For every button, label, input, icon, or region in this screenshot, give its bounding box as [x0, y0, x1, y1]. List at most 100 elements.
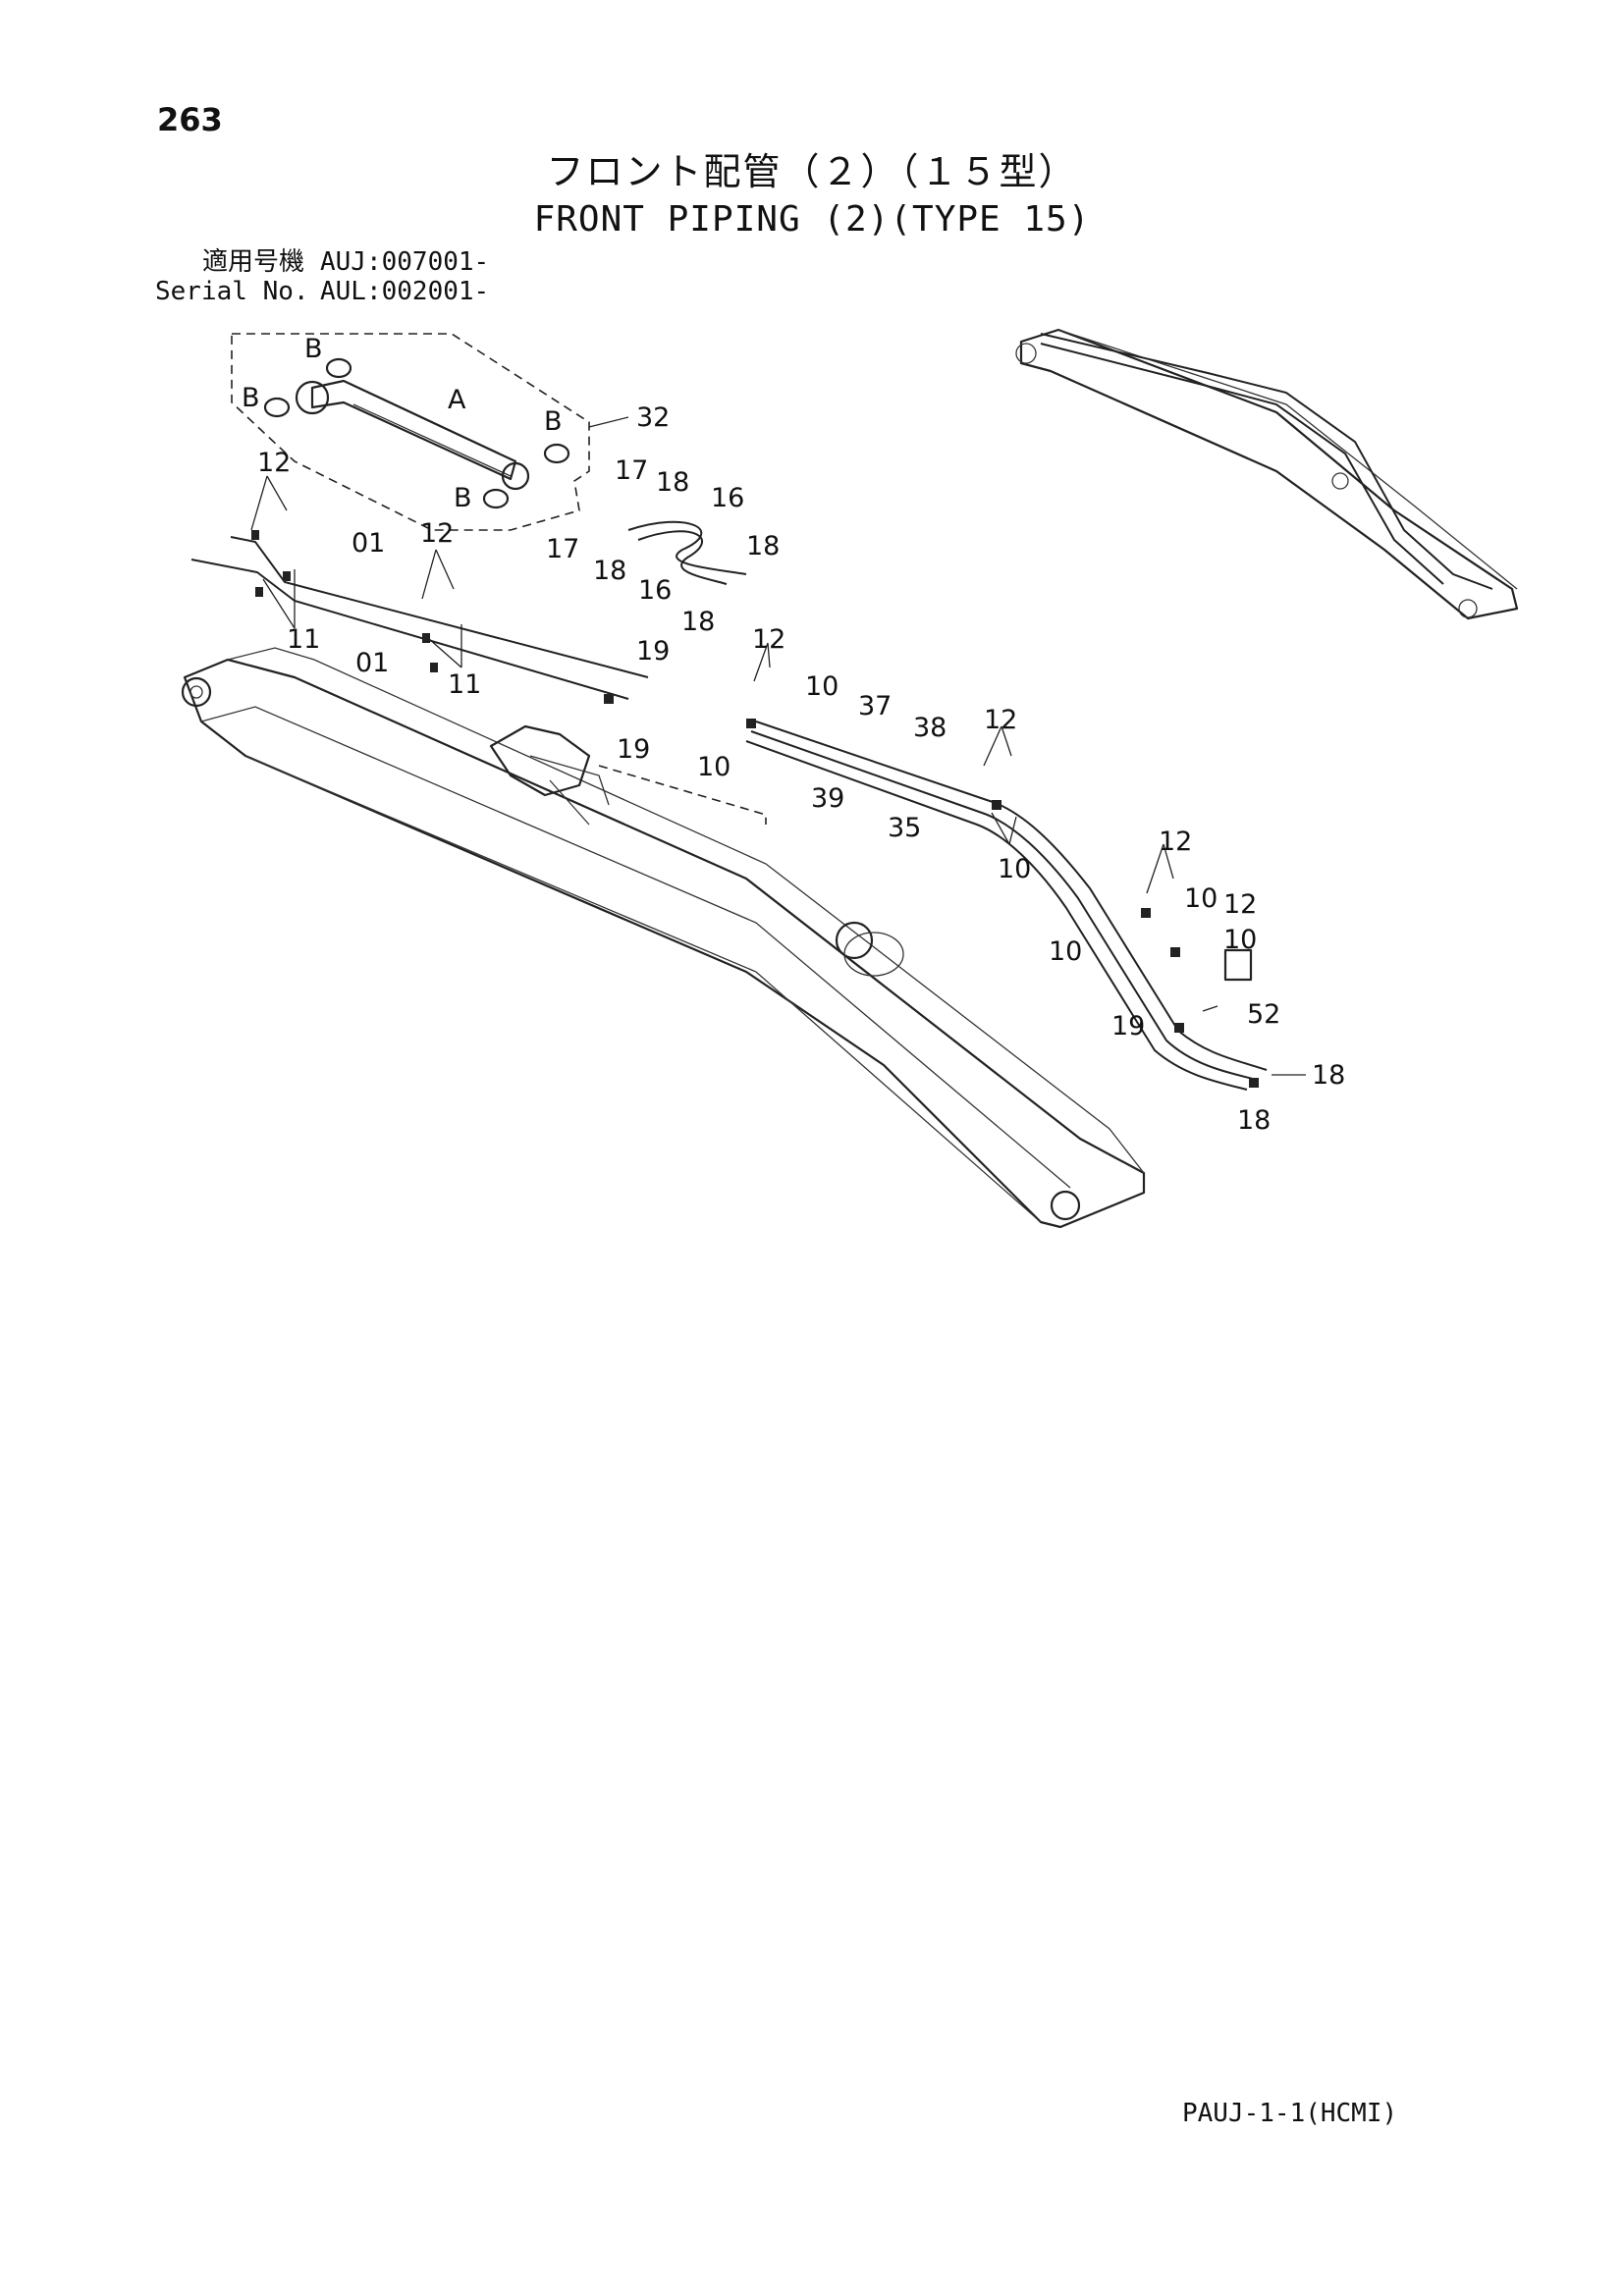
- bushing-b2: [263, 397, 291, 418]
- pipe-38: [750, 730, 1258, 1081]
- callout-10d: 10: [1184, 883, 1218, 914]
- bushing-b1-shape: [325, 357, 352, 379]
- bushing-b3: [543, 443, 570, 464]
- hose-clamp-icon: [422, 633, 430, 643]
- leader-12d: [983, 725, 1012, 767]
- callout-16a: 16: [711, 483, 744, 513]
- callout-11b: 11: [448, 669, 481, 700]
- inset-boom-outline: [1019, 328, 1519, 620]
- boom-bracket: [843, 932, 904, 977]
- serial-block: 適用号機 AUJ:007001- Serial No. AUL:002001-: [155, 249, 489, 308]
- callout-19b: 19: [617, 734, 650, 765]
- callout-b3: B: [544, 406, 563, 437]
- pipe-16-hose-1: [627, 520, 747, 575]
- callout-12c: 12: [752, 624, 785, 655]
- serial-value-ja: AUJ:007001-: [320, 247, 490, 277]
- callout-32: 32: [636, 402, 670, 433]
- boom-bottom-line: [244, 755, 1042, 1223]
- hose-clamp-icon: [251, 530, 259, 540]
- bushing-b4: [482, 488, 510, 509]
- callout-b1: B: [304, 334, 323, 364]
- hose-clamp-icon: [1174, 1023, 1184, 1033]
- boom-outline: [183, 658, 1146, 1229]
- inset-piping: [1040, 333, 1493, 590]
- pipe-group-right: [745, 721, 1268, 1091]
- callout-12f: 12: [1223, 889, 1257, 920]
- callout-b2: B: [242, 383, 260, 413]
- hose-clamp-icon: [1141, 908, 1151, 918]
- bushing-b2-shape: [263, 397, 291, 418]
- callout-12d: 12: [984, 705, 1017, 735]
- cylinder-eye-right: [501, 461, 530, 491]
- cylinder-eye-left: [295, 380, 330, 415]
- title-japanese: フロント配管（２）（１５型）: [546, 150, 1078, 193]
- hose-clamp-icon: [746, 719, 756, 728]
- callout-01b: 01: [355, 648, 389, 678]
- leader-11b: [427, 624, 462, 668]
- pipe-group-left: [190, 520, 747, 700]
- callout-10f: 10: [1223, 925, 1257, 955]
- callout-52: 52: [1247, 999, 1280, 1030]
- callout-11a: 11: [287, 624, 320, 655]
- hose-clamp-icon: [604, 694, 614, 704]
- pipe-bracket-52: [1223, 948, 1253, 982]
- callout-01a: 01: [352, 528, 385, 559]
- leader-12a: [250, 475, 288, 531]
- bracket-detail: [529, 755, 610, 826]
- inset-mid-pin: [1331, 472, 1349, 490]
- pipe-01-lower: [190, 559, 629, 700]
- hidden-line: [598, 765, 767, 825]
- boom-foot-pin-inner: [189, 685, 203, 699]
- boom-top-edge: [227, 647, 1145, 1174]
- callout-19c: 19: [1111, 1011, 1145, 1041]
- leader-10-group: [991, 812, 1017, 845]
- hose-clamp-icon: [992, 800, 1001, 810]
- callout-17a: 17: [615, 455, 648, 486]
- clamps: [251, 530, 1259, 1088]
- page-number: 263: [157, 101, 223, 138]
- callout-12b: 12: [420, 518, 454, 549]
- arm-cylinder-bracket: [489, 724, 591, 797]
- serial-value-en: AUL:002001-: [320, 277, 490, 306]
- inset-piping-2: [1040, 343, 1444, 585]
- callout-18b: 18: [593, 556, 626, 586]
- hose-clamp-icon: [1170, 947, 1180, 957]
- serial-row-en: Serial No. AUL:002001-: [155, 279, 489, 304]
- boom-cylinder-pin: [835, 921, 874, 960]
- pipe-39: [745, 740, 1248, 1091]
- cylinder-detail: [231, 333, 590, 531]
- pipe-37: [755, 721, 1268, 1071]
- inset-top-edge: [1057, 329, 1518, 590]
- boom-foot-pin: [181, 676, 212, 708]
- callout-39: 39: [811, 783, 844, 814]
- callout-18d: 18: [681, 607, 715, 637]
- leader-12b: [421, 549, 455, 600]
- callout-35: 35: [888, 813, 921, 843]
- leader-52: [1202, 1005, 1218, 1012]
- bushing-b4-shape: [482, 488, 510, 509]
- bushing-b3-shape: [543, 443, 570, 464]
- bushing-b1: [325, 357, 352, 379]
- serial-label-ja: 適用号機: [201, 247, 304, 277]
- callouts: 32 A B B B B 12 01 01 11 12 11 17 17 18 …: [242, 334, 1345, 1136]
- leaders: [250, 416, 1306, 1076]
- inset-top-pin: [1458, 599, 1478, 618]
- hose-clamp-icon: [1249, 1078, 1259, 1088]
- pipe-01-upper: [230, 536, 649, 678]
- hydraulic-cylinder-a: [310, 379, 517, 481]
- leader-11a: [262, 569, 296, 629]
- boom-top-pin: [1050, 1190, 1081, 1221]
- callout-38: 38: [913, 713, 947, 743]
- callout-18f: 18: [1237, 1105, 1271, 1136]
- hose-clamp-icon: [255, 587, 263, 597]
- callout-10e: 10: [1049, 936, 1082, 967]
- callout-10a: 10: [805, 671, 839, 702]
- callout-17b: 17: [546, 534, 579, 564]
- callout-10b: 10: [697, 752, 731, 782]
- callout-10c: 10: [998, 854, 1031, 884]
- callout-12e: 12: [1159, 827, 1192, 857]
- callout-37: 37: [858, 691, 892, 721]
- leader-12e: [1146, 843, 1174, 894]
- leader-12c: [753, 642, 771, 682]
